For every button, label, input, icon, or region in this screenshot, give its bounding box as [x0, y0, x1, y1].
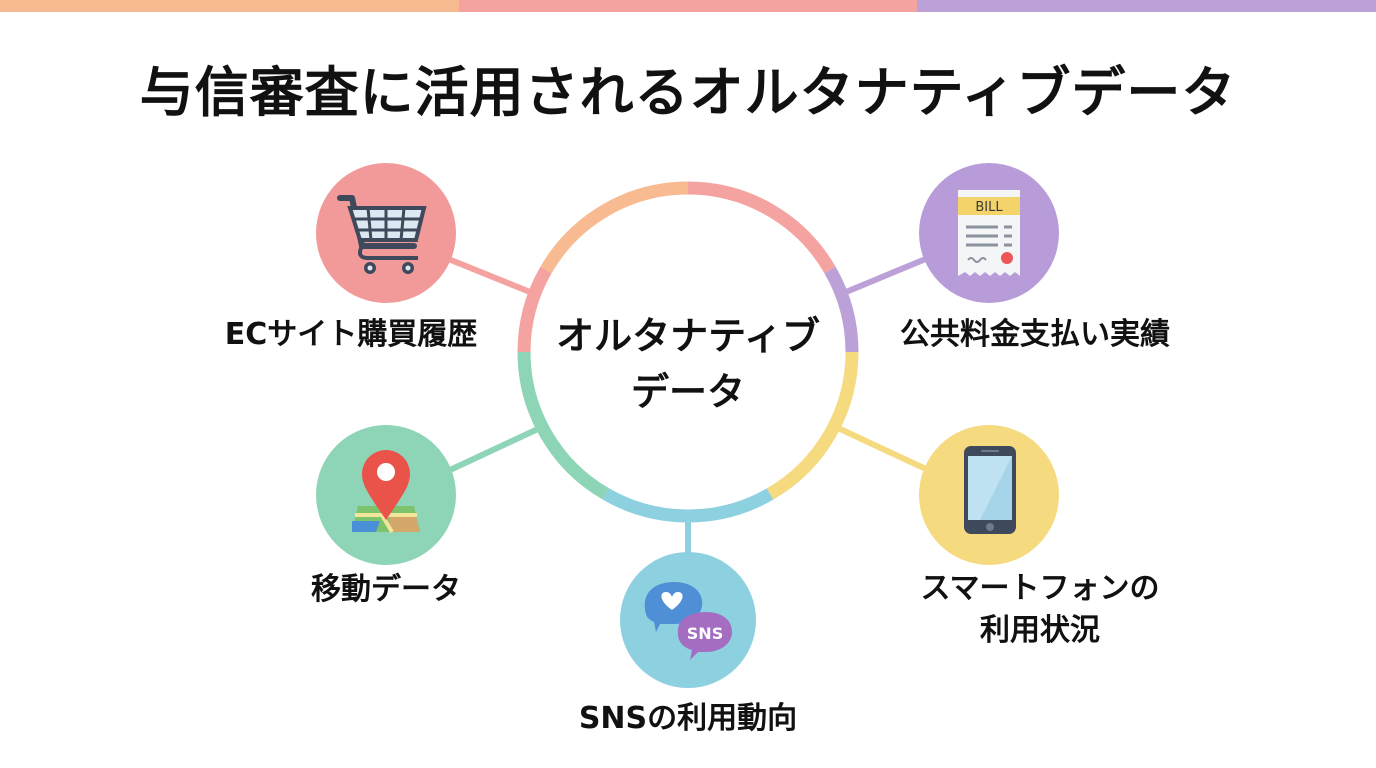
bill-receipt-icon: BILL — [958, 190, 1020, 276]
page-title: 与信審査に活用されるオルタナティブデータ — [139, 61, 1237, 124]
label-smartphone: スマートフォンの 利用状況 — [880, 568, 1200, 652]
node-utility: BILL — [919, 163, 1059, 303]
label-smartphone-line2: 利用状況 — [980, 613, 1100, 648]
top-bar-purple — [917, 0, 1376, 12]
smartphone-icon — [964, 446, 1016, 534]
top-color-bar — [0, 0, 1376, 12]
label-ec: ECサイト購買履歴 — [224, 317, 478, 352]
center-label: オルタナティブ データ — [538, 308, 838, 420]
center-label-line1: オルタナティブ — [556, 314, 820, 358]
connector-utility — [843, 255, 931, 295]
label-utility: 公共料金支払い実績 — [900, 317, 1170, 352]
map-pin-icon — [352, 450, 420, 534]
node-mobility — [316, 425, 456, 565]
connector-ec — [443, 255, 533, 295]
label-sns: SNSの利用動向 — [578, 701, 798, 736]
top-bar-pink — [458, 0, 918, 12]
center-ring — [517, 181, 859, 523]
node-sns: SNS — [620, 552, 756, 688]
sns-icon-text: SNS — [687, 624, 723, 643]
label-mobility: 移動データ — [311, 572, 461, 607]
chat-bubbles-icon: SNS — [644, 582, 732, 660]
connector-mobility — [447, 425, 543, 473]
node-smartphone — [919, 425, 1059, 565]
connector-smartphone — [835, 425, 931, 473]
top-bar-orange — [0, 0, 459, 12]
connector-lines — [443, 255, 931, 555]
bill-text: BILL — [975, 200, 1003, 215]
node-ec — [316, 163, 456, 303]
center-label-line2: データ — [630, 370, 745, 414]
label-smartphone-line1: スマートフォンの — [920, 571, 1160, 606]
shopping-cart-icon — [337, 195, 427, 274]
